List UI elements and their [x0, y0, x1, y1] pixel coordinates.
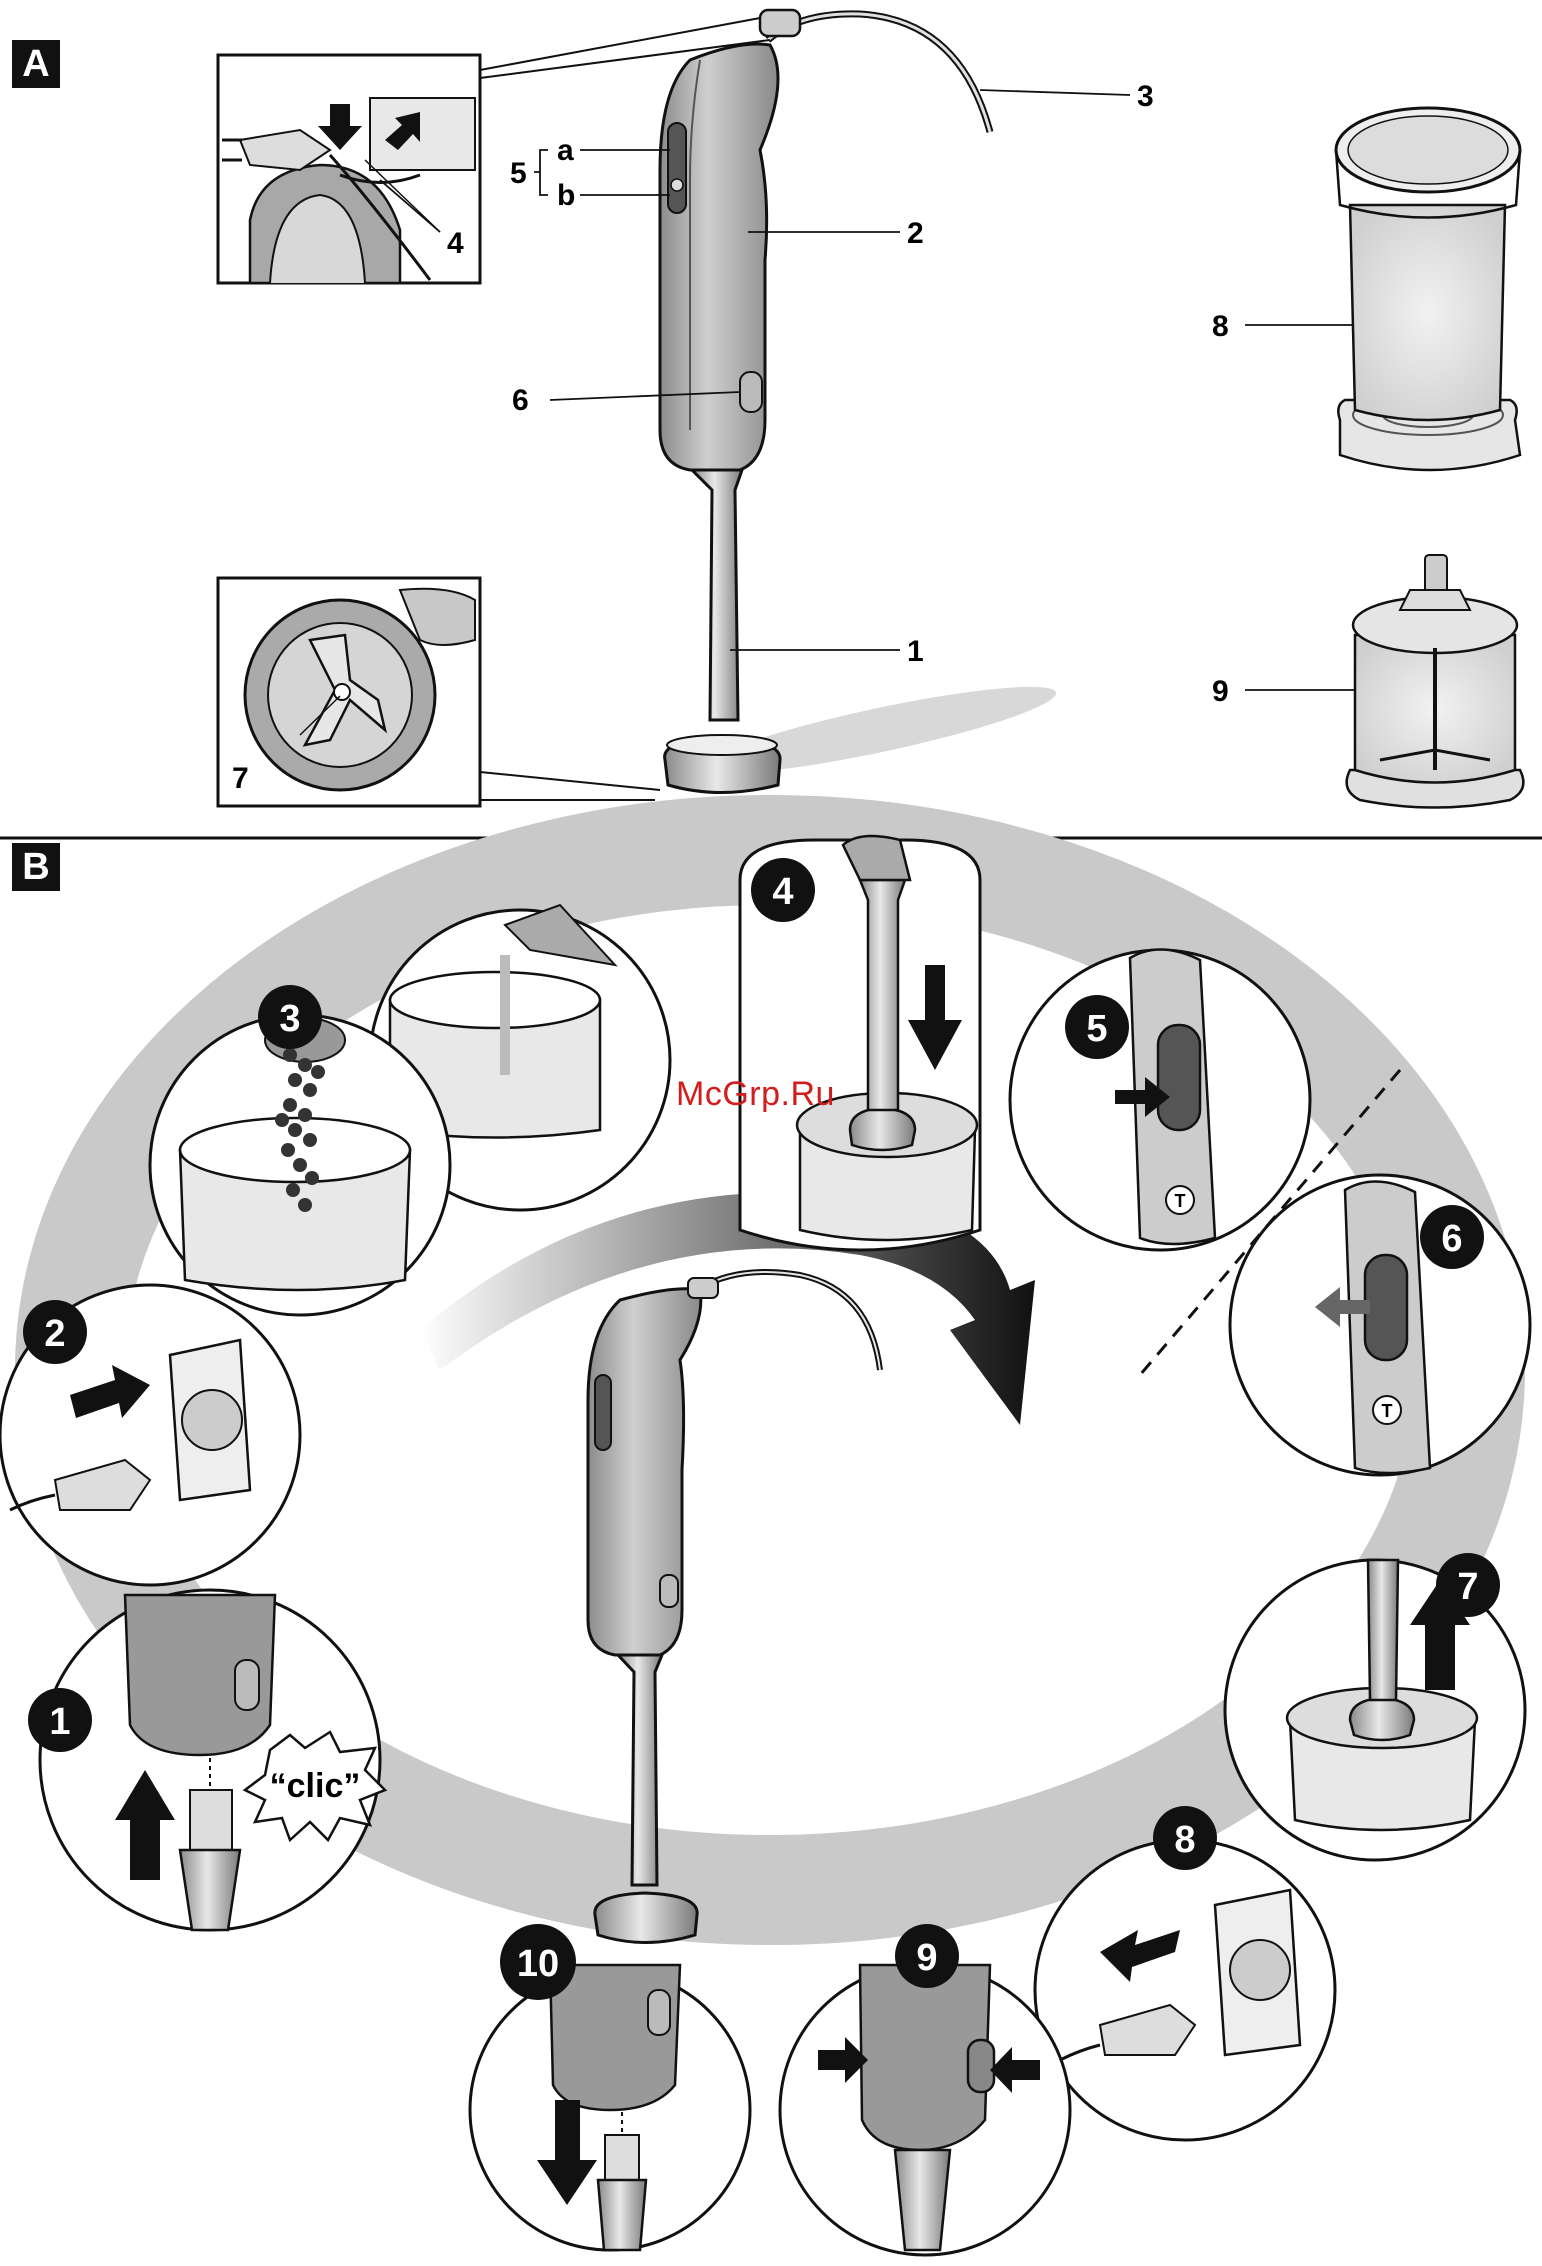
step-number-7: 7 [1457, 1566, 1478, 1608]
step-number-2: 2 [44, 1313, 65, 1355]
step-10-panel [470, 1965, 750, 2250]
inset-blade [218, 578, 660, 806]
callout-9: 9 [1212, 675, 1229, 708]
turbo-symbol-5: T [1175, 1191, 1186, 1211]
chopper-drawing [1347, 555, 1524, 808]
callout-8: 8 [1212, 310, 1229, 343]
callout-3: 3 [1137, 80, 1154, 113]
callout-5b: b [557, 179, 575, 212]
step-6-panel: T [1230, 1175, 1530, 1475]
step-number-10: 10 [517, 1943, 559, 1985]
callout-5a: a [557, 134, 574, 167]
step-8-panel [1035, 1840, 1335, 2140]
step-number-4: 4 [772, 871, 793, 913]
step-number-3: 3 [279, 998, 300, 1040]
callout-7: 7 [232, 762, 249, 795]
callout-1: 1 [907, 635, 924, 668]
callout-4: 4 [447, 227, 464, 260]
blender-main-drawing [660, 10, 1061, 793]
step-number-9: 9 [916, 1937, 937, 1979]
callout-5: 5 [510, 157, 527, 190]
turbo-symbol-6: T [1382, 1401, 1393, 1421]
callout-2: 2 [907, 217, 924, 250]
step-9-panel [780, 1965, 1070, 2255]
step-number-5: 5 [1086, 1008, 1107, 1050]
step-1-panel [40, 1590, 385, 1930]
step-number-8: 8 [1174, 1819, 1195, 1861]
step-5-panel: T [1010, 949, 1310, 1250]
step-number-1: 1 [49, 1701, 70, 1743]
step-number-6: 6 [1441, 1218, 1462, 1260]
beaker-drawing [1336, 108, 1520, 470]
clic-label: “clic” [270, 1767, 361, 1805]
callout-6: 6 [512, 384, 529, 417]
watermark-text: McGrp.Ru [676, 1075, 835, 1114]
callout-leaders-a [380, 90, 1385, 690]
